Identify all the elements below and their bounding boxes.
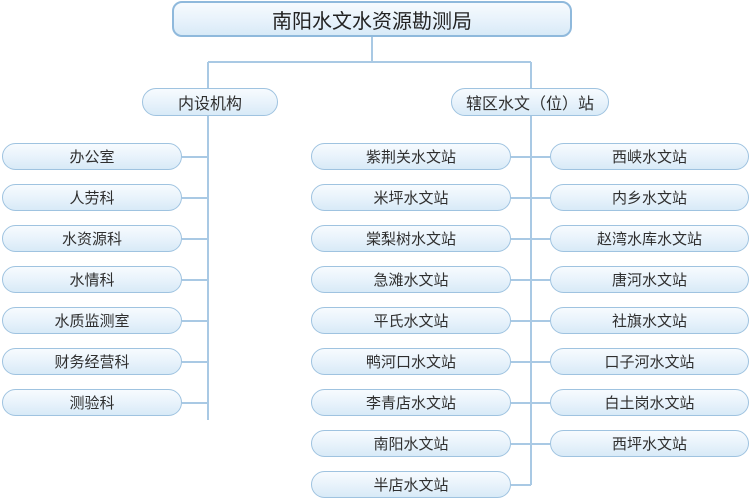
station-item: 半店水文站 xyxy=(311,471,511,498)
station-item: 棠梨树水文站 xyxy=(311,225,511,252)
station-item: 李青店水文站 xyxy=(311,389,511,416)
station-item: 口子河水文站 xyxy=(550,348,749,375)
station-item: 急滩水文站 xyxy=(311,266,511,293)
category-internal-departments: 内设机构 xyxy=(142,88,278,116)
station-item: 平氏水文站 xyxy=(311,307,511,334)
department-item: 办公室 xyxy=(2,143,182,170)
station-item: 内乡水文站 xyxy=(550,184,749,211)
org-title: 南阳水文水资源勘测局 xyxy=(172,1,572,37)
station-item: 社旗水文站 xyxy=(550,307,749,334)
station-item: 西坪水文站 xyxy=(550,430,749,457)
station-item: 唐河水文站 xyxy=(550,266,749,293)
station-item: 米坪水文站 xyxy=(311,184,511,211)
department-item: 人劳科 xyxy=(2,184,182,211)
department-item: 水质监测室 xyxy=(2,307,182,334)
department-item: 水资源科 xyxy=(2,225,182,252)
department-item: 测验科 xyxy=(2,389,182,416)
station-item: 南阳水文站 xyxy=(311,430,511,457)
department-item: 财务经营科 xyxy=(2,348,182,375)
station-item: 赵湾水库水文站 xyxy=(550,225,749,252)
station-item: 紫荆关水文站 xyxy=(311,143,511,170)
station-item: 白土岗水文站 xyxy=(550,389,749,416)
category-stations: 辖区水文（位）站 xyxy=(451,88,609,116)
station-item: 鸭河口水文站 xyxy=(311,348,511,375)
station-item: 西峡水文站 xyxy=(550,143,749,170)
department-item: 水情科 xyxy=(2,266,182,293)
